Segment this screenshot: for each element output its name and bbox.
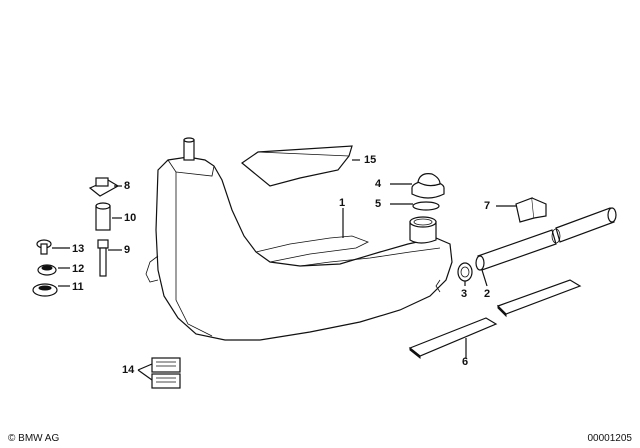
callout-15: 15 xyxy=(364,154,377,166)
part-11-rubber-mount xyxy=(32,283,58,297)
part-12-grommet xyxy=(37,264,57,276)
part-3-clamp xyxy=(457,262,473,282)
callout-2: 2 xyxy=(484,288,491,300)
part-6-strips xyxy=(408,279,582,360)
image-number: 00001205 xyxy=(587,433,633,444)
part-2-hose xyxy=(475,207,617,271)
part-15-pad xyxy=(241,145,353,187)
callout-6: 6 xyxy=(462,356,469,368)
leader-lines xyxy=(52,159,516,381)
callout-3: 3 xyxy=(461,288,468,300)
callout-7: 7 xyxy=(484,200,491,212)
part-14-labels xyxy=(151,357,181,389)
callout-9: 9 xyxy=(124,244,131,256)
callout-11: 11 xyxy=(72,281,84,293)
callout-13: 13 xyxy=(72,243,85,255)
part-1-tank xyxy=(145,137,453,341)
part-13-screw xyxy=(36,239,52,255)
callout-5: 5 xyxy=(375,198,382,210)
part-7-clip xyxy=(515,197,547,223)
callout-14: 14 xyxy=(122,364,135,376)
part-4-cap xyxy=(411,173,445,199)
copyright-label: © BMW AG xyxy=(8,433,60,444)
part-9-bolt xyxy=(97,239,109,277)
callout-1: 1 xyxy=(339,197,346,209)
callout-8: 8 xyxy=(124,180,131,192)
callout-10: 10 xyxy=(124,212,137,224)
part-8-clip-nut xyxy=(88,177,120,197)
part-5-o-ring xyxy=(412,201,440,211)
callout-4: 4 xyxy=(375,178,382,190)
callout-12: 12 xyxy=(72,263,85,275)
part-10-sleeve xyxy=(95,202,111,231)
